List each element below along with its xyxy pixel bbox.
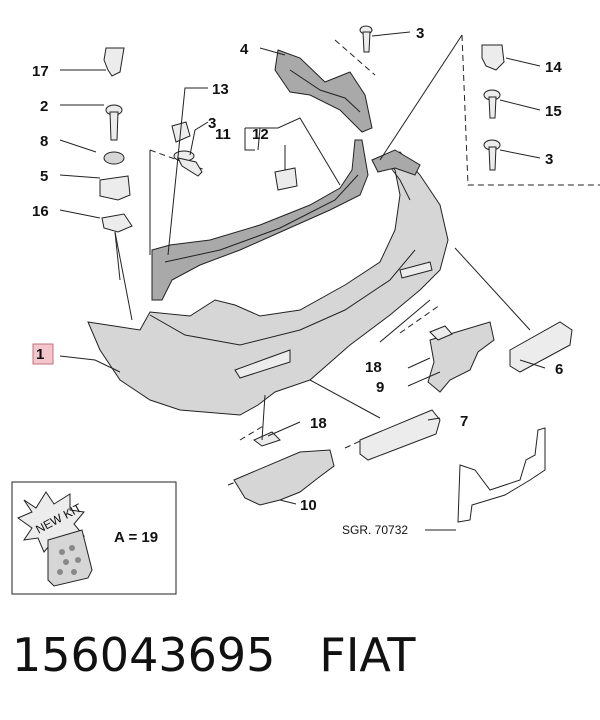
callout-labels: 1 2 3 3 3 4 5 6 7 8 9 10 11 12 13 14 15 …: [32, 25, 563, 537]
callout-12: 12: [252, 126, 269, 143]
callout-14: 14: [545, 59, 562, 76]
part-footer: 156043695 FIAT: [12, 628, 592, 698]
callout-17: 17: [32, 63, 49, 80]
callout-9: 9: [376, 379, 384, 396]
callout-7: 7: [460, 413, 468, 430]
callout-18-right: 18: [365, 359, 382, 376]
callout-4: 4: [240, 41, 249, 58]
reflector-7: [359, 409, 441, 461]
bumper-reinforcement-beam: [151, 139, 369, 301]
highlight-box: [32, 343, 54, 365]
callout-15: 15: [545, 103, 562, 120]
callout-3-right: 3: [545, 151, 553, 168]
rear-bumper-part: [87, 151, 449, 416]
fasteners-right-column: [481, 44, 505, 171]
callout-6: 6: [555, 361, 563, 378]
callout-11: 11: [215, 126, 231, 143]
callout-10: 10: [300, 497, 317, 514]
fasteners-center: [171, 25, 373, 191]
callout-13: 13: [212, 81, 229, 98]
kit-formula: A = 19: [114, 529, 158, 546]
callout-3-center: 3: [208, 115, 216, 132]
new-kit-inset: NEW KIT A = 19: [11, 481, 177, 595]
reflector-6: [509, 321, 573, 373]
callout-5: 5: [40, 168, 48, 185]
part-number: 156043695: [12, 628, 276, 682]
adhesive-pads: [253, 325, 453, 447]
callout-8: 8: [40, 133, 48, 150]
exploded-parts-diagram: 1 2 3 3 3 4 5 6 7 8 9 10 11 12 13 14 15 …: [11, 25, 600, 595]
assembly-guide-lines: [149, 34, 600, 486]
callout-1: 1: [36, 346, 44, 363]
kit-frame: [11, 481, 177, 595]
callout-18-left: 18: [310, 415, 327, 432]
brand-name: FIAT: [319, 628, 416, 682]
push-clip-17: [103, 47, 125, 77]
bracket-9: [427, 321, 495, 393]
fasteners-left-column: [99, 47, 133, 233]
mounting-bracket-part: [274, 49, 373, 133]
callout-3-top: 3: [416, 25, 424, 42]
callout-16: 16: [32, 203, 49, 220]
reflectors: [359, 321, 573, 461]
leader-lines: [59, 31, 546, 531]
reference-code: SGR. 70732: [342, 523, 408, 537]
side-slider-part: [371, 149, 421, 176]
bracket-10: [233, 449, 335, 506]
reference-frame-part: [457, 427, 546, 523]
side-brackets: [233, 321, 495, 506]
callout-2: 2: [40, 98, 48, 115]
